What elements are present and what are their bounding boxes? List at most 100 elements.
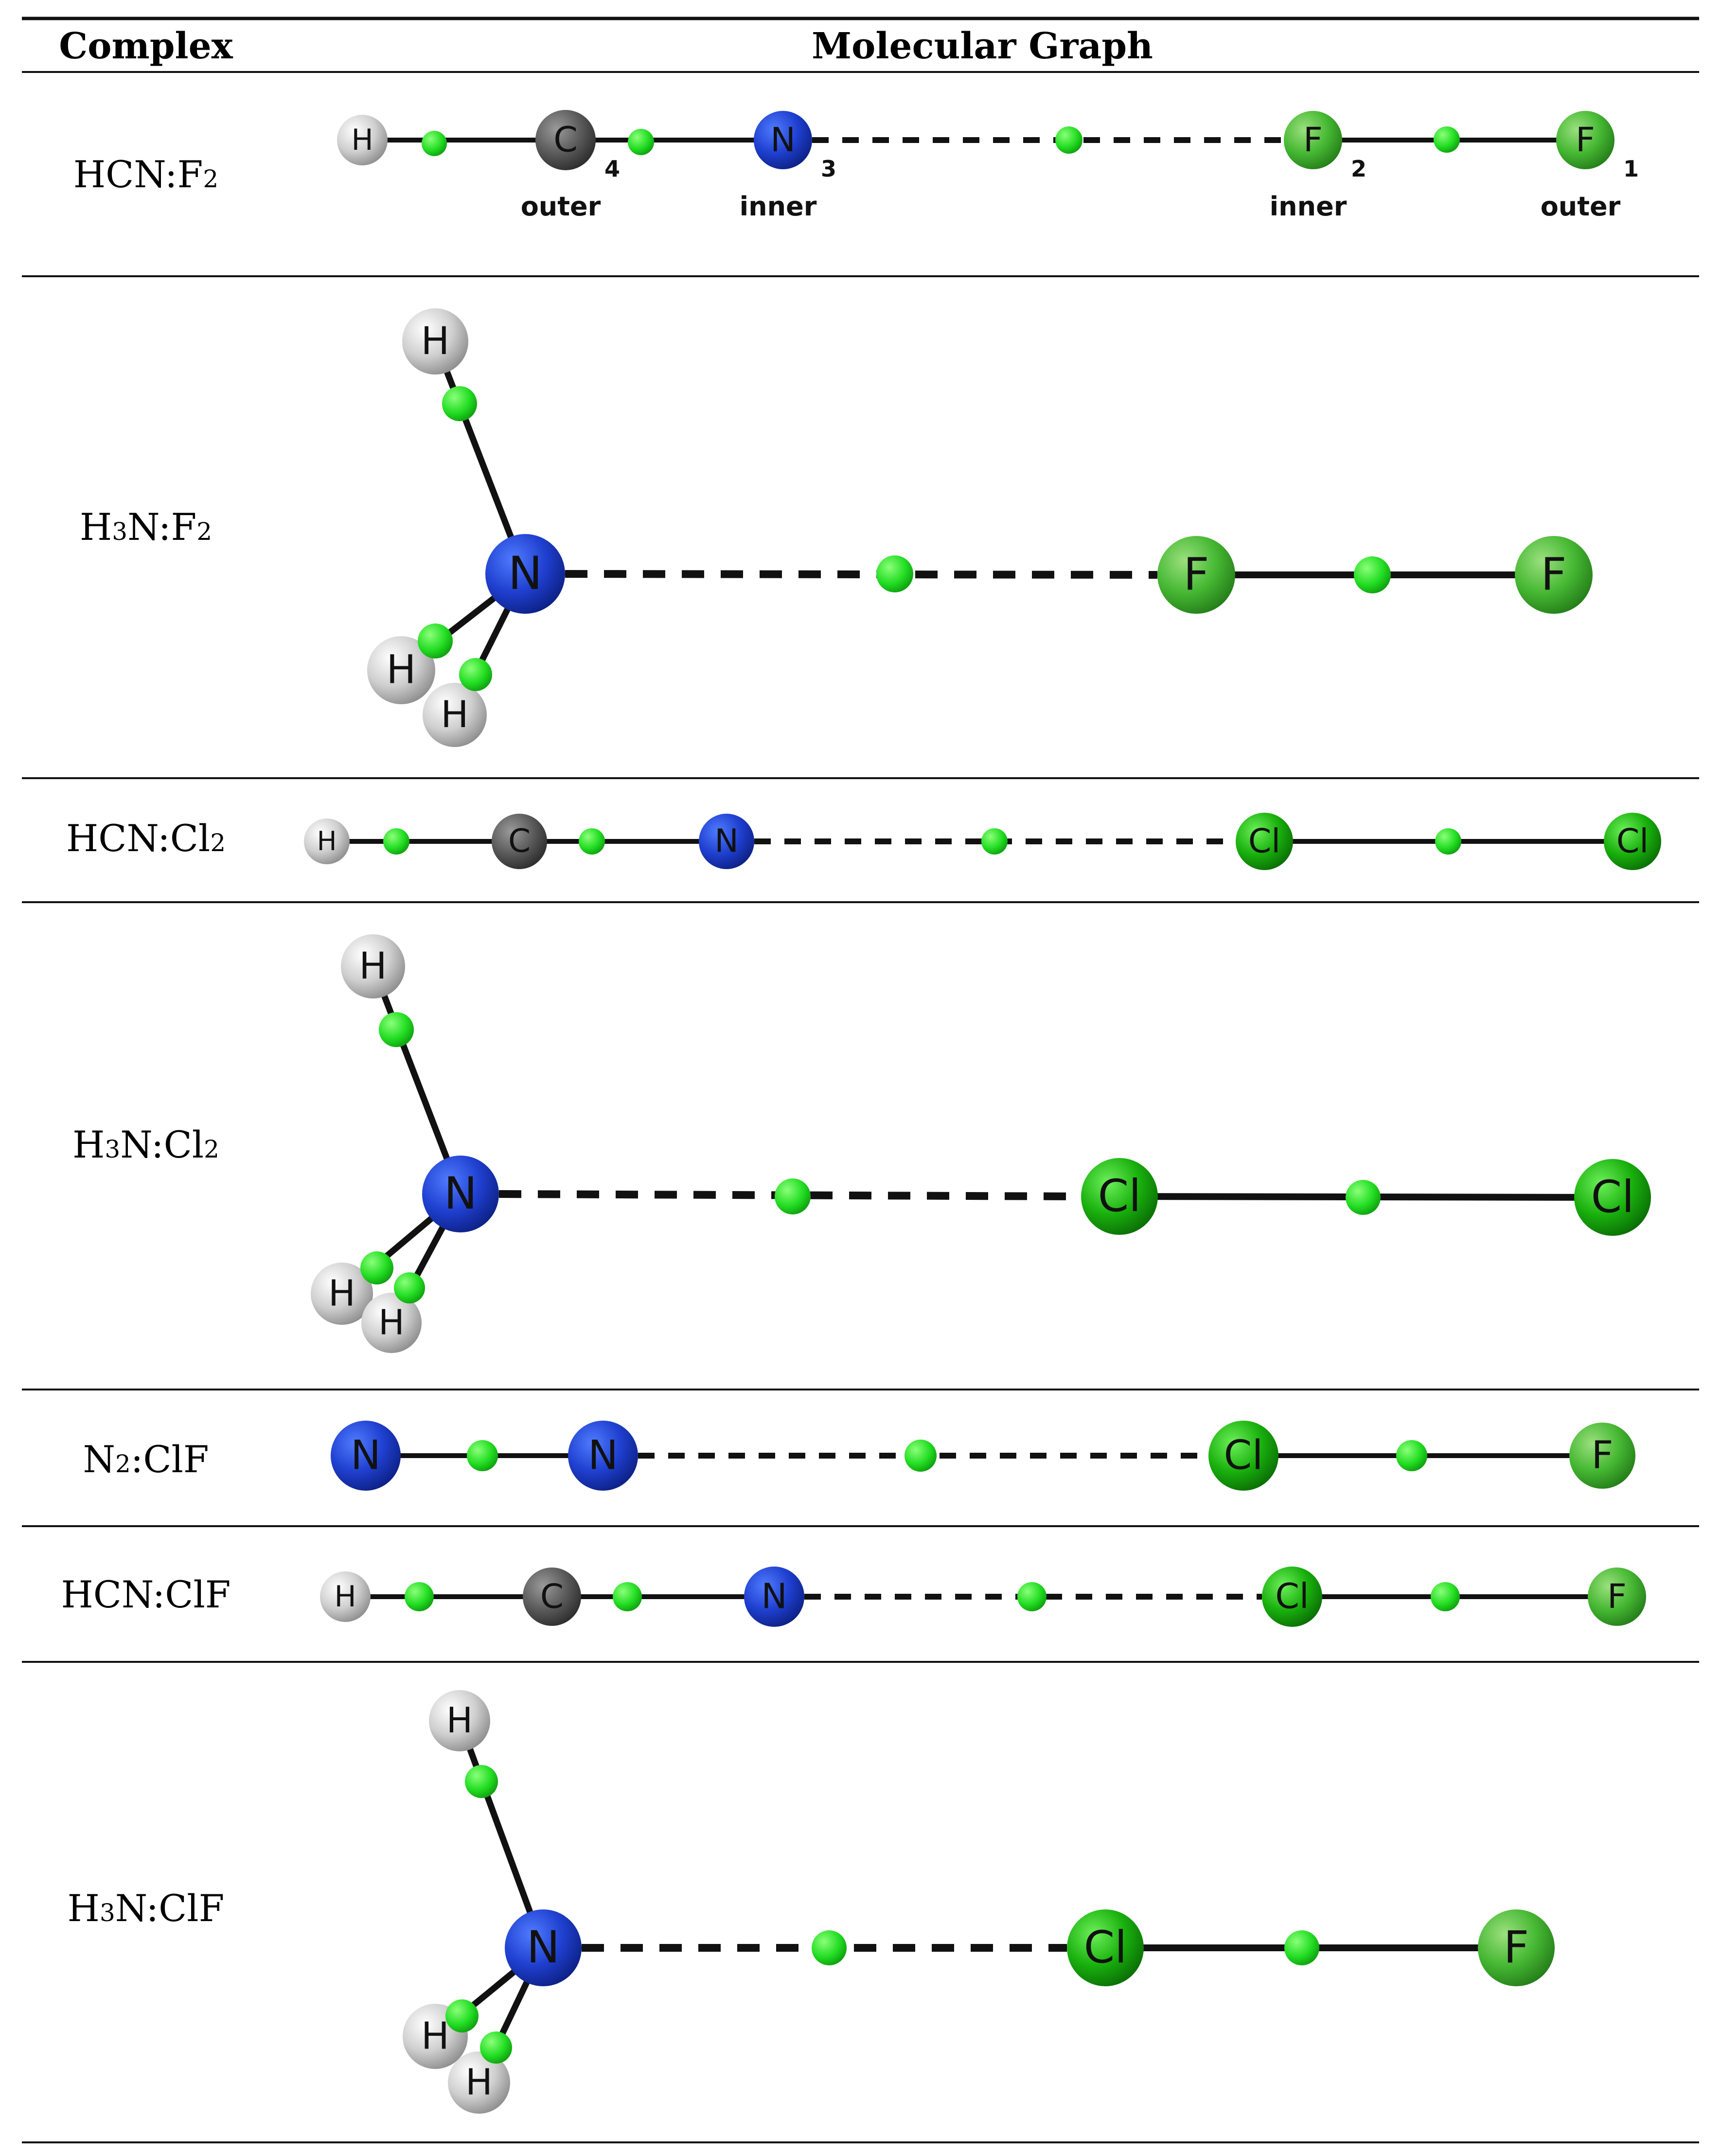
bond-critical-point bbox=[905, 1440, 937, 1472]
bond-critical-point bbox=[1431, 1582, 1460, 1611]
atom-label: C bbox=[508, 822, 531, 860]
atom-sphere bbox=[448, 2051, 510, 2114]
atom-label: H bbox=[421, 2014, 449, 2058]
bond-critical-points bbox=[383, 828, 1461, 855]
bond-critical-point bbox=[445, 1999, 479, 2032]
atom-number: 4 bbox=[604, 156, 620, 182]
bond-critical-point bbox=[383, 828, 409, 855]
atom-label: F bbox=[1504, 1922, 1529, 1973]
atom-cl: Cl bbox=[1208, 1421, 1278, 1491]
atom-n: N bbox=[485, 534, 565, 614]
bond-critical-point bbox=[1055, 126, 1082, 154]
atom-label: C bbox=[553, 120, 578, 160]
atom-h: H bbox=[448, 2051, 510, 2114]
atom-sphere bbox=[1236, 813, 1293, 870]
atom-f: F bbox=[1556, 111, 1615, 169]
bond-critical-point bbox=[480, 2031, 512, 2064]
bond-critical-point bbox=[1346, 1180, 1381, 1215]
atom-sphere bbox=[1515, 536, 1593, 614]
atom-n: N bbox=[699, 814, 754, 869]
bond-critical-point bbox=[465, 1765, 498, 1798]
atom-f: F bbox=[1515, 536, 1593, 614]
atom-n: N bbox=[754, 111, 812, 169]
atom-position-tag: outer bbox=[521, 191, 601, 222]
atom-label: H bbox=[378, 1302, 404, 1343]
atom-label: H bbox=[387, 647, 416, 693]
complex-label: H3N:F2 bbox=[80, 505, 212, 549]
atom-sphere bbox=[367, 636, 435, 704]
bond-critical-point bbox=[981, 828, 1008, 855]
atom-label: H bbox=[446, 1700, 473, 1741]
bond-critical-point bbox=[876, 555, 913, 592]
atom-sphere bbox=[337, 115, 388, 165]
atom-sphere bbox=[311, 1263, 373, 1325]
atom-label: H bbox=[317, 826, 337, 856]
atom-number: 3 bbox=[821, 156, 836, 182]
atom-h: H bbox=[423, 683, 487, 747]
atom-f: F bbox=[1569, 1423, 1635, 1489]
bond-critical-point bbox=[613, 1582, 642, 1611]
atom-label: H bbox=[441, 693, 468, 736]
complex-label: H3N:Cl2 bbox=[72, 1123, 219, 1166]
atom-sphere bbox=[1588, 1568, 1646, 1626]
atom-f: F bbox=[1284, 111, 1342, 169]
atom-h: H bbox=[361, 1293, 422, 1353]
atom-label: F bbox=[1541, 548, 1567, 600]
atom-label: C bbox=[540, 1577, 564, 1616]
complex-label: HCN:Cl2 bbox=[66, 817, 226, 860]
atom-sphere bbox=[1478, 1909, 1555, 1986]
complex-label: H3N:ClF bbox=[68, 1887, 225, 1930]
bond-paths bbox=[339, 965, 1613, 1325]
atom-sphere bbox=[341, 934, 405, 998]
atom-sphere bbox=[1157, 536, 1235, 614]
atom-f: F bbox=[1157, 536, 1235, 614]
bond-critical-point bbox=[442, 386, 477, 421]
atom-h: H bbox=[311, 1263, 373, 1325]
atom-sphere bbox=[1081, 1158, 1158, 1235]
bond-critical-point bbox=[1434, 126, 1460, 153]
atom-label: H bbox=[465, 2061, 493, 2103]
bond-critical-point bbox=[775, 1178, 811, 1214]
atom-label: Cl bbox=[1616, 822, 1649, 860]
atom-sphere bbox=[485, 534, 565, 614]
atom-label: F bbox=[1592, 1434, 1614, 1478]
atom-cl: Cl bbox=[1262, 1567, 1322, 1627]
atom-label: N bbox=[770, 121, 796, 160]
atom-sphere bbox=[361, 1293, 422, 1353]
atom-sphere bbox=[492, 814, 547, 869]
atom-sphere bbox=[535, 110, 596, 170]
atom-cl: Cl bbox=[1067, 1909, 1144, 1986]
atom-sphere bbox=[423, 683, 487, 747]
bond-critical-point bbox=[394, 1272, 425, 1303]
atom-label: H bbox=[351, 123, 373, 157]
atom-label: H bbox=[359, 944, 387, 987]
atom-label: H bbox=[421, 320, 450, 363]
atom-h: H bbox=[429, 1690, 490, 1751]
atom-n: N bbox=[505, 1909, 582, 1986]
bond-critical-points bbox=[405, 1582, 1460, 1611]
atom-position-tag: inner bbox=[1270, 191, 1347, 222]
atom-f: F bbox=[1478, 1909, 1555, 1986]
table-rules bbox=[22, 17, 1699, 2143]
atom-label: H bbox=[328, 1272, 355, 1314]
bond-critical-point bbox=[467, 1440, 498, 1471]
atom-n: N bbox=[568, 1421, 638, 1491]
atom-label: F bbox=[1576, 121, 1595, 160]
bond-critical-point bbox=[418, 624, 453, 659]
atom-sphere bbox=[1574, 1159, 1651, 1236]
atom-label: N bbox=[508, 547, 542, 600]
bond-critical-point bbox=[422, 131, 447, 156]
atom-sphere bbox=[1556, 111, 1615, 169]
complex-label: HCN:F2 bbox=[73, 153, 218, 196]
atom-c: C bbox=[492, 814, 547, 869]
atom-label: N bbox=[527, 1922, 560, 1973]
atom-sphere bbox=[1604, 813, 1661, 870]
